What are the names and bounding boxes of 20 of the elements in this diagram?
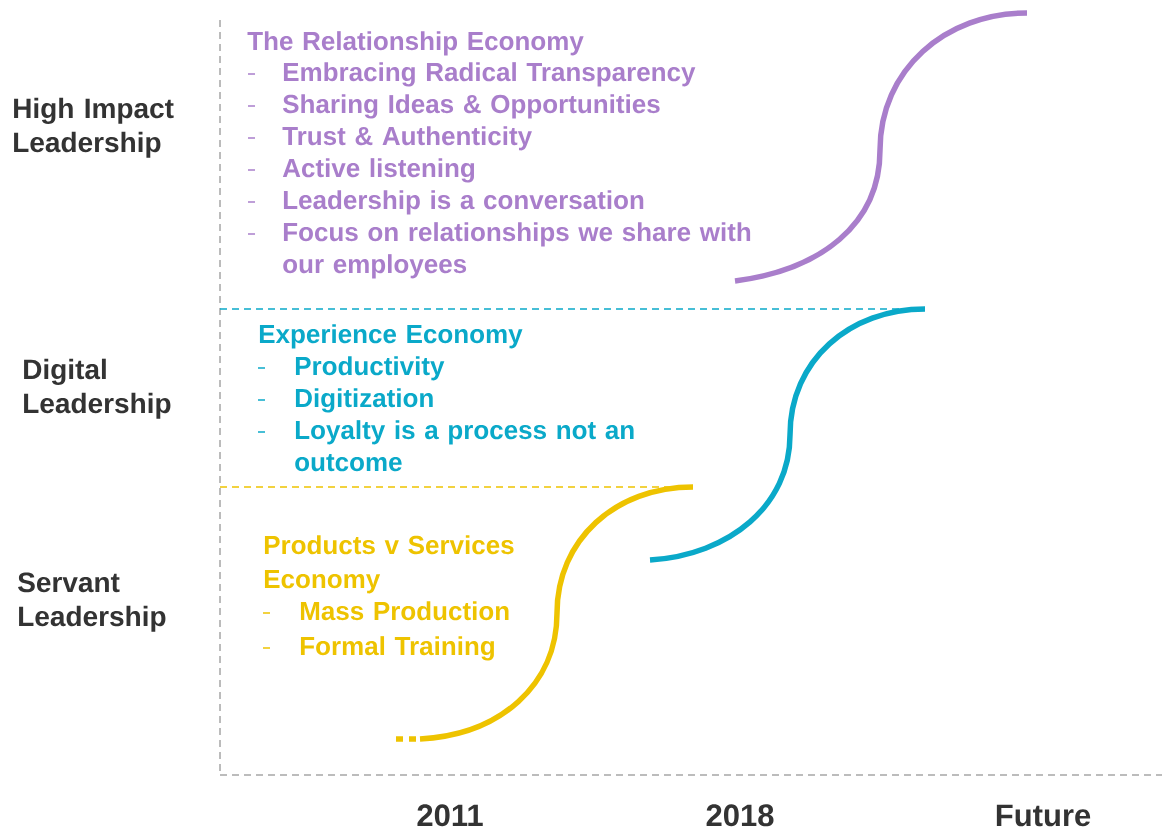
axis-label: 2011 bbox=[417, 804, 483, 827]
list-item: Active listening bbox=[282, 158, 475, 183]
section-heading: The Relationship Economy bbox=[247, 31, 584, 56]
list-item: Productivity bbox=[295, 356, 445, 381]
section-heading: Products v Services Economy bbox=[264, 535, 514, 594]
list-item: Embracing Radical Transparency bbox=[283, 62, 696, 87]
list-item: Mass Production bbox=[300, 601, 509, 621]
list-item: Loyalty is a process not an outcome bbox=[295, 420, 634, 472]
list-item: Leadership is a conversation bbox=[283, 190, 644, 215]
row-label: High Impact Leadership bbox=[14, 97, 174, 158]
list-item: Digitization bbox=[295, 388, 433, 413]
list-item: Sharing Ideas & Opportunities bbox=[282, 94, 660, 119]
list-item: Focus on relationships we share with our employees bbox=[283, 222, 751, 279]
list-item: Formal Training bbox=[300, 636, 494, 661]
row-label: Servant Leadership bbox=[18, 572, 166, 632]
list-item: Trust & Authenticity bbox=[282, 126, 532, 151]
axis-label: Future bbox=[996, 804, 1091, 827]
section-heading: Experience Economy bbox=[259, 324, 523, 349]
axis-label: 2018 bbox=[706, 804, 774, 827]
row-label: Digital Leadership bbox=[24, 358, 171, 419]
